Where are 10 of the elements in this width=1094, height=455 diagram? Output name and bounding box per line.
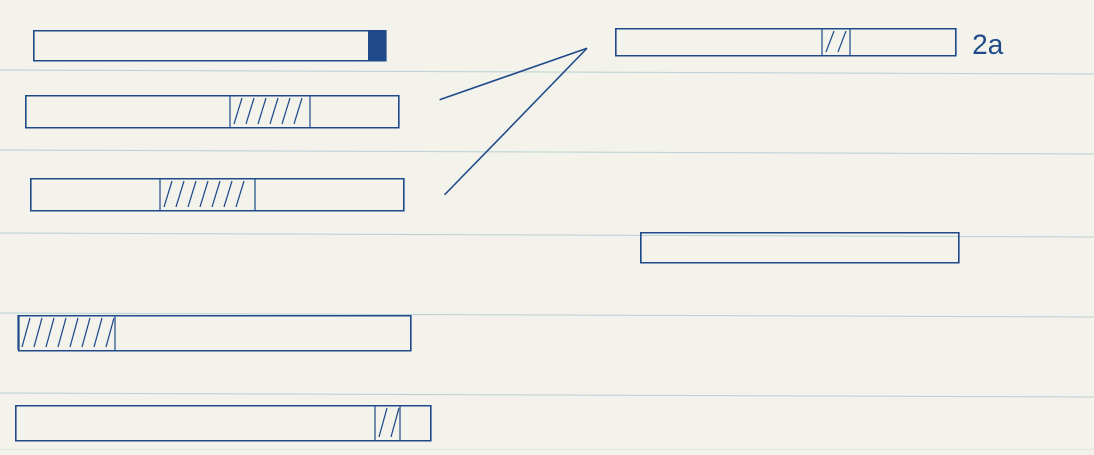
bar (615, 27, 957, 57)
line (443, 47, 588, 196)
bar-label: 2a (973, 34, 1004, 55)
bar (15, 404, 432, 442)
bar (25, 94, 400, 129)
bar (17, 314, 412, 352)
bar (33, 30, 387, 62)
bar (30, 177, 405, 212)
bar (640, 232, 960, 264)
line (438, 47, 588, 101)
